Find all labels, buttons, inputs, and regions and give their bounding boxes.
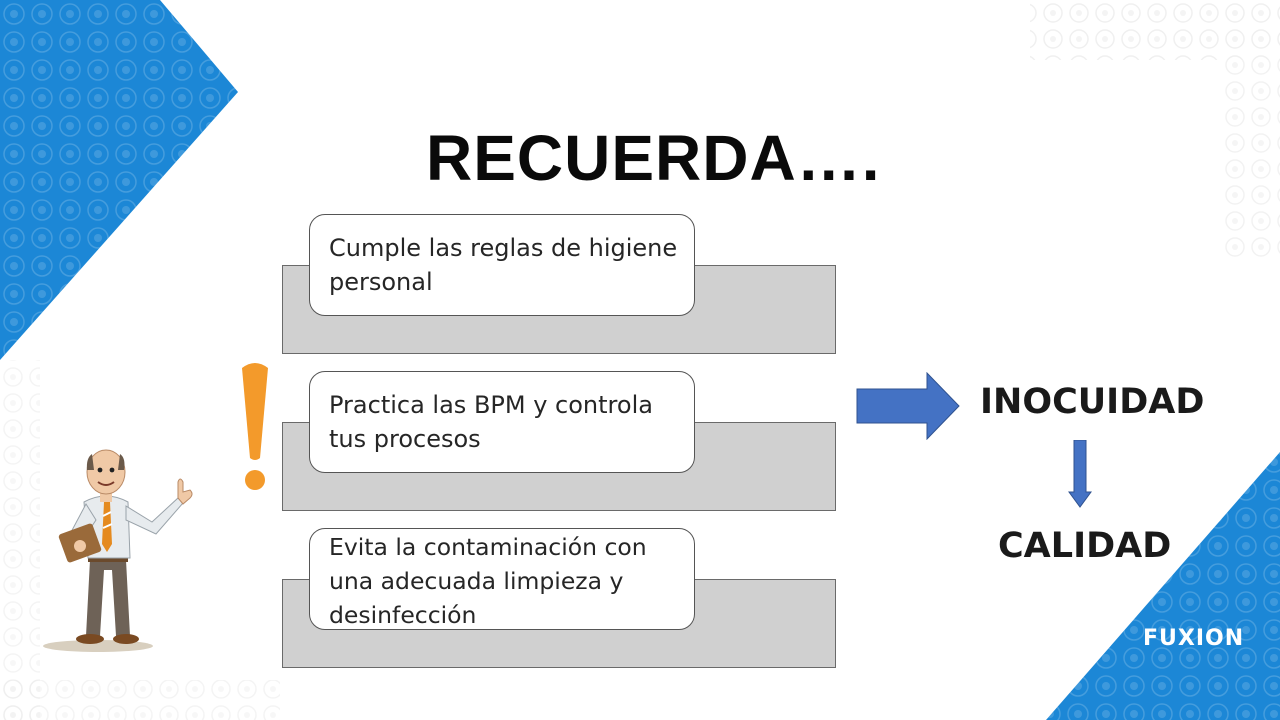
exclamation-icon [242,363,268,490]
item-card: Practica las BPM y controla tus procesos [309,371,695,473]
arrow-down-icon [1068,440,1092,508]
list-item: Evita la contaminación con una adecuada … [282,528,836,668]
item-card: Cumple las reglas de higiene personal [309,214,695,316]
arrow-right-icon [856,372,960,440]
list-item: Cumple las reglas de higiene personal [282,214,836,354]
brand-logo: FUXION [1143,626,1245,651]
result-calidad: CALIDAD [998,526,1172,566]
result-inocuidad: INOCUIDAD [980,382,1205,422]
item-card: Evita la contaminación con una adecuada … [309,528,695,630]
slide-title: RECUERDA…. [426,122,881,194]
list-item: Practica las BPM y controla tus procesos [282,371,836,511]
businessman-illustration [43,449,193,652]
